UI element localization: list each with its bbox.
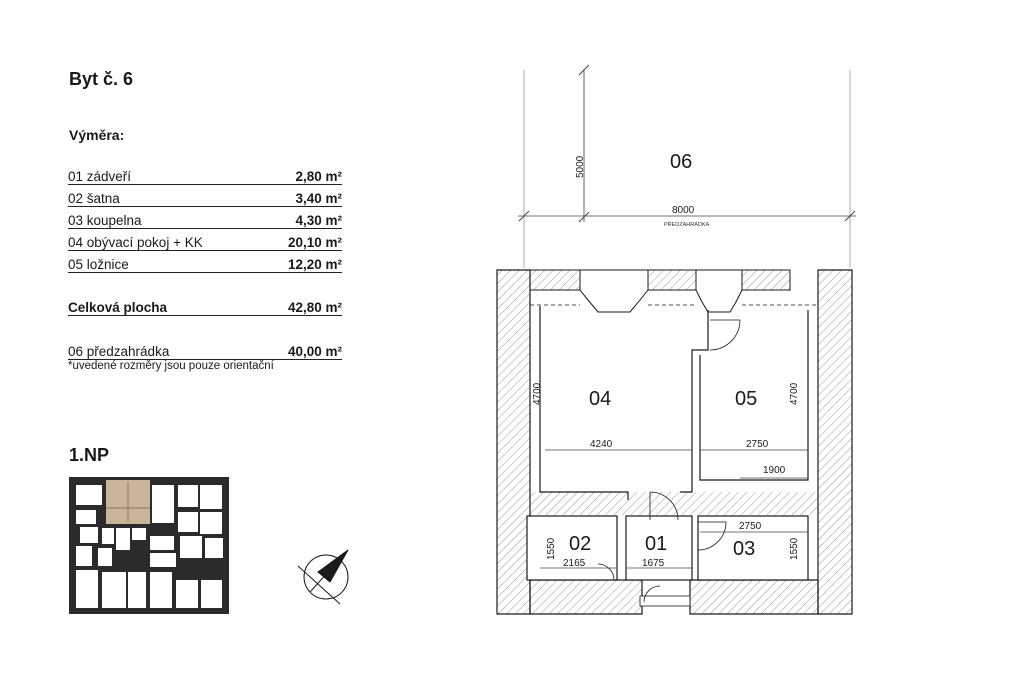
room-area: 3,40 m² (295, 191, 342, 206)
garden-name: 06 předzahrádka (68, 344, 170, 359)
room-area: 2,80 m² (295, 169, 342, 184)
garden-area-plan (518, 64, 856, 268)
room-row: 05 ložnice 12,20 m² (68, 255, 342, 273)
building-key-plan (69, 477, 229, 614)
dim-r02-width: 2165 (563, 558, 586, 569)
window-piers (579, 269, 743, 313)
room-label-06: 06 (670, 151, 692, 173)
room-area: 4,30 m² (295, 213, 342, 228)
outer-walls (496, 269, 853, 615)
room-label-05: 05 (735, 388, 757, 410)
doors (597, 319, 741, 607)
room-row: 02 šatna 3,40 m² (68, 189, 342, 207)
floor-label: 1.NP (69, 445, 110, 465)
dim-r01-width: 1675 (642, 558, 665, 569)
dim-r05-width: 2750 (746, 439, 769, 450)
dim-r04-width: 4240 (590, 439, 613, 450)
dim-r03-height: 1550 (789, 537, 800, 560)
disclaimer-note: *uvedené rozměry jsou pouze orientační (68, 360, 274, 372)
dim-garden-width: 8000 (672, 205, 695, 216)
apartment-title: Byt č. 6 (69, 69, 134, 89)
area-heading: Výměra: (69, 127, 125, 143)
garden-area: 40,00 m² (287, 344, 342, 359)
total-area: 42,80 m² (287, 300, 342, 315)
north-arrow-icon (297, 549, 349, 605)
room-row: 04 obývací pokoj + KK 20,10 m² (68, 233, 342, 251)
dimension-lines (540, 449, 808, 569)
dim-r05-height: 4700 (789, 382, 800, 405)
total-row: Celková plocha 42,80 m² (68, 298, 342, 316)
room-label-02: 02 (569, 533, 591, 555)
room-area: 20,10 m² (287, 235, 342, 250)
dim-r05-sub: 1900 (763, 465, 786, 476)
dim-r02-height: 1550 (546, 537, 557, 560)
room-label-01: 01 (645, 533, 667, 555)
room-row: 03 koupelna 4,30 m² (68, 211, 342, 229)
room-name: 01 zádveří (68, 169, 132, 184)
room-name: 03 koupelna (68, 213, 142, 228)
dim-r04-height: 4700 (532, 382, 543, 405)
dim-garden-height: 5000 (575, 155, 586, 178)
room-label-03: 03 (733, 538, 755, 560)
room-area: 12,20 m² (287, 257, 342, 272)
garden-caption: PŘEDZAHRÁDKA (664, 220, 710, 228)
room-name: 02 šatna (68, 191, 120, 206)
total-name: Celková plocha (68, 300, 168, 315)
room-label-04: 04 (589, 388, 611, 410)
room-outlines (526, 304, 818, 581)
garden-row: 06 předzahrádka 40,00 m² (68, 342, 342, 360)
dim-r03-width: 2750 (739, 521, 762, 532)
room-name: 05 ložnice (68, 257, 129, 272)
room-name: 04 obývací pokoj + KK (68, 235, 203, 250)
room-row: 01 zádveří 2,80 m² (68, 167, 342, 185)
